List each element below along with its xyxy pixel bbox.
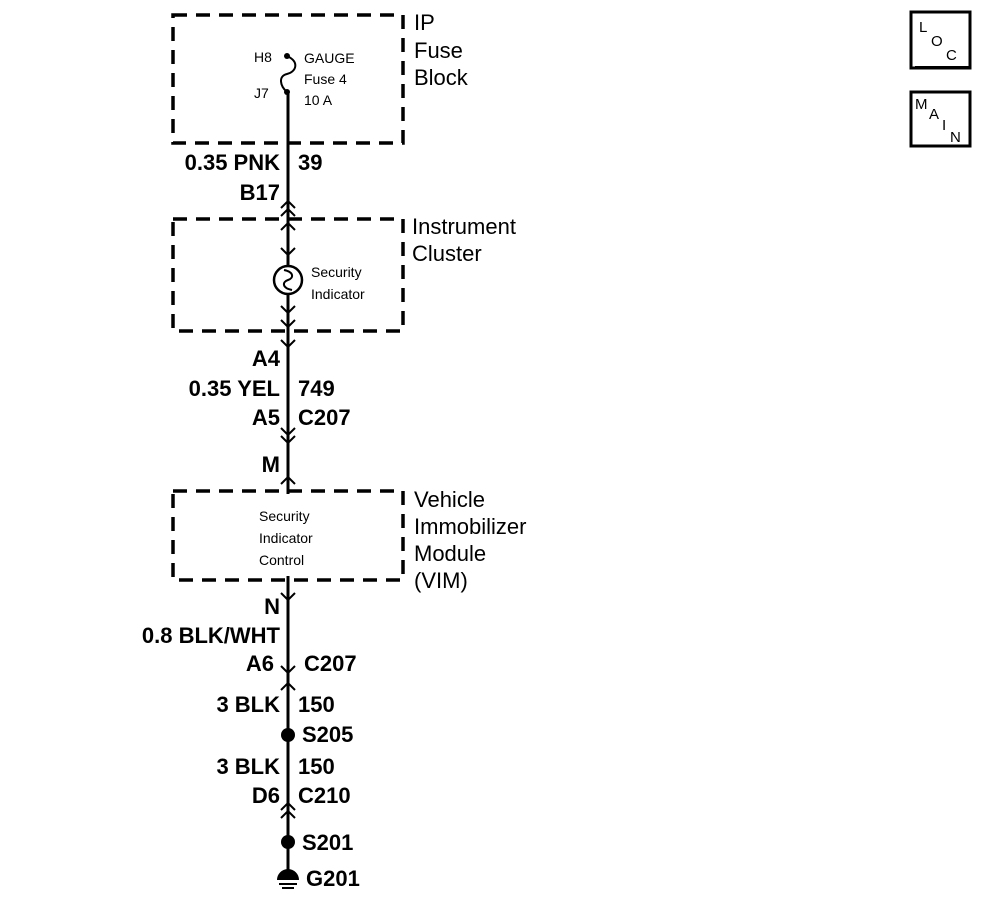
connector-chevron-c207-b1 — [280, 665, 296, 675]
circuit-number-seg1: 39 — [298, 150, 322, 175]
main-letter-n: N — [950, 129, 961, 146]
splice-s201-icon — [281, 835, 295, 849]
terminal-d6: D6 — [252, 783, 280, 808]
connector-chevron-c207-a2 — [280, 435, 296, 445]
connector-chevron-m — [280, 475, 296, 485]
fuse-number: Fuse 4 — [304, 71, 347, 87]
connector-chevron-c210-a — [280, 801, 296, 811]
terminal-a5: A5 — [252, 405, 280, 430]
circuit-number-seg4: 150 — [298, 692, 335, 717]
circuit-number-seg5: 150 — [298, 754, 335, 779]
connector-chevron-c207-b2 — [280, 681, 296, 691]
splice-s205-icon — [281, 728, 295, 742]
splice-s201: S201 — [302, 830, 353, 855]
ip-fuse-block: IP Fuse Block H8 J7 GAUGE Fuse 4 10 A — [171, 10, 469, 145]
connector-chevron-n — [280, 592, 296, 602]
security-indicator-label-line1: Security — [311, 264, 362, 280]
connector-c207-a: C207 — [298, 405, 351, 430]
connector-chevron-b17-a — [280, 199, 296, 209]
ground-icon — [277, 869, 299, 889]
wire-color-seg5: 3 BLK — [216, 754, 280, 779]
connector-chevron-inner — [280, 319, 296, 329]
arrow-down-icon — [280, 247, 296, 257]
loc-letter-c: C — [946, 47, 957, 64]
connector-chevron-c207-a1 — [280, 427, 296, 437]
terminal-a6: A6 — [246, 651, 274, 676]
ground-g201: G201 — [306, 866, 360, 891]
instrument-cluster-outline — [171, 217, 405, 333]
terminal-a4: A4 — [252, 346, 281, 371]
instrument-cluster: Instrument Cluster Security Indicator — [171, 214, 516, 333]
fuse-rating: 10 A — [304, 92, 333, 108]
instrument-cluster-label-line2: Cluster — [412, 241, 482, 266]
vehicle-immobilizer-module: Vehicle Immobilizer Module (VIM) Securit… — [171, 487, 526, 593]
connector-chevron-b17-b — [280, 207, 296, 217]
lamp-filament-icon — [282, 269, 294, 291]
wire-color-seg1: 0.35 PNK — [185, 150, 280, 175]
fuse-name: GAUGE — [304, 50, 355, 66]
vim-label-line4: (VIM) — [414, 568, 468, 593]
wire-color-seg4: 3 BLK — [216, 692, 280, 717]
ip-fuse-block-label-line2: Fuse — [414, 38, 463, 63]
instrument-cluster-label-line1: Instrument — [412, 214, 516, 239]
security-indicator-label-line2: Indicator — [311, 286, 365, 302]
gauge-fuse-symbol — [280, 53, 297, 95]
arrow-down-icon-2 — [280, 305, 296, 315]
vim-label-line3: Module — [414, 541, 486, 566]
vim-inner-line3: Control — [259, 552, 304, 568]
main-letter-a: A — [929, 106, 939, 123]
terminal-m: M — [262, 452, 280, 477]
vim-inner-line1: Security — [259, 508, 310, 524]
terminal-n: N — [264, 594, 280, 619]
connector-c210: C210 — [298, 783, 351, 808]
ip-fuse-block-label-line3: Block — [414, 65, 469, 90]
connector-chevron-c210-b — [280, 809, 296, 819]
terminal-b17: B17 — [240, 180, 280, 205]
main-letter-i: I — [942, 117, 946, 134]
vim-inner-line2: Indicator — [259, 530, 313, 546]
splice-s205: S205 — [302, 722, 353, 747]
fuse-pin-j7: J7 — [254, 85, 269, 101]
connector-chevron-a4 — [280, 339, 296, 349]
fuse-pin-h8: H8 — [254, 49, 272, 65]
wire-color-seg2: 0.35 YEL — [189, 376, 280, 401]
main-button[interactable]: M A I N — [909, 90, 972, 148]
vim-wire-gap — [280, 494, 296, 576]
vim-label-line1: Vehicle — [414, 487, 485, 512]
loc-button[interactable]: L O C — [909, 10, 972, 70]
vim-label-line2: Immobilizer — [414, 514, 526, 539]
fuse-element — [280, 55, 297, 93]
arrow-up-icon — [280, 221, 296, 231]
connector-c207-b: C207 — [304, 651, 357, 676]
loc-letter-o: O — [931, 33, 943, 50]
vim-outline — [171, 489, 405, 582]
wire-color-seg3: 0.8 BLK/WHT — [142, 623, 281, 648]
loc-letter-l: L — [919, 19, 927, 36]
circuit-number-seg2: 749 — [298, 376, 335, 401]
main-letter-m: M — [915, 96, 928, 113]
ip-fuse-block-label-line1: IP — [414, 10, 435, 35]
